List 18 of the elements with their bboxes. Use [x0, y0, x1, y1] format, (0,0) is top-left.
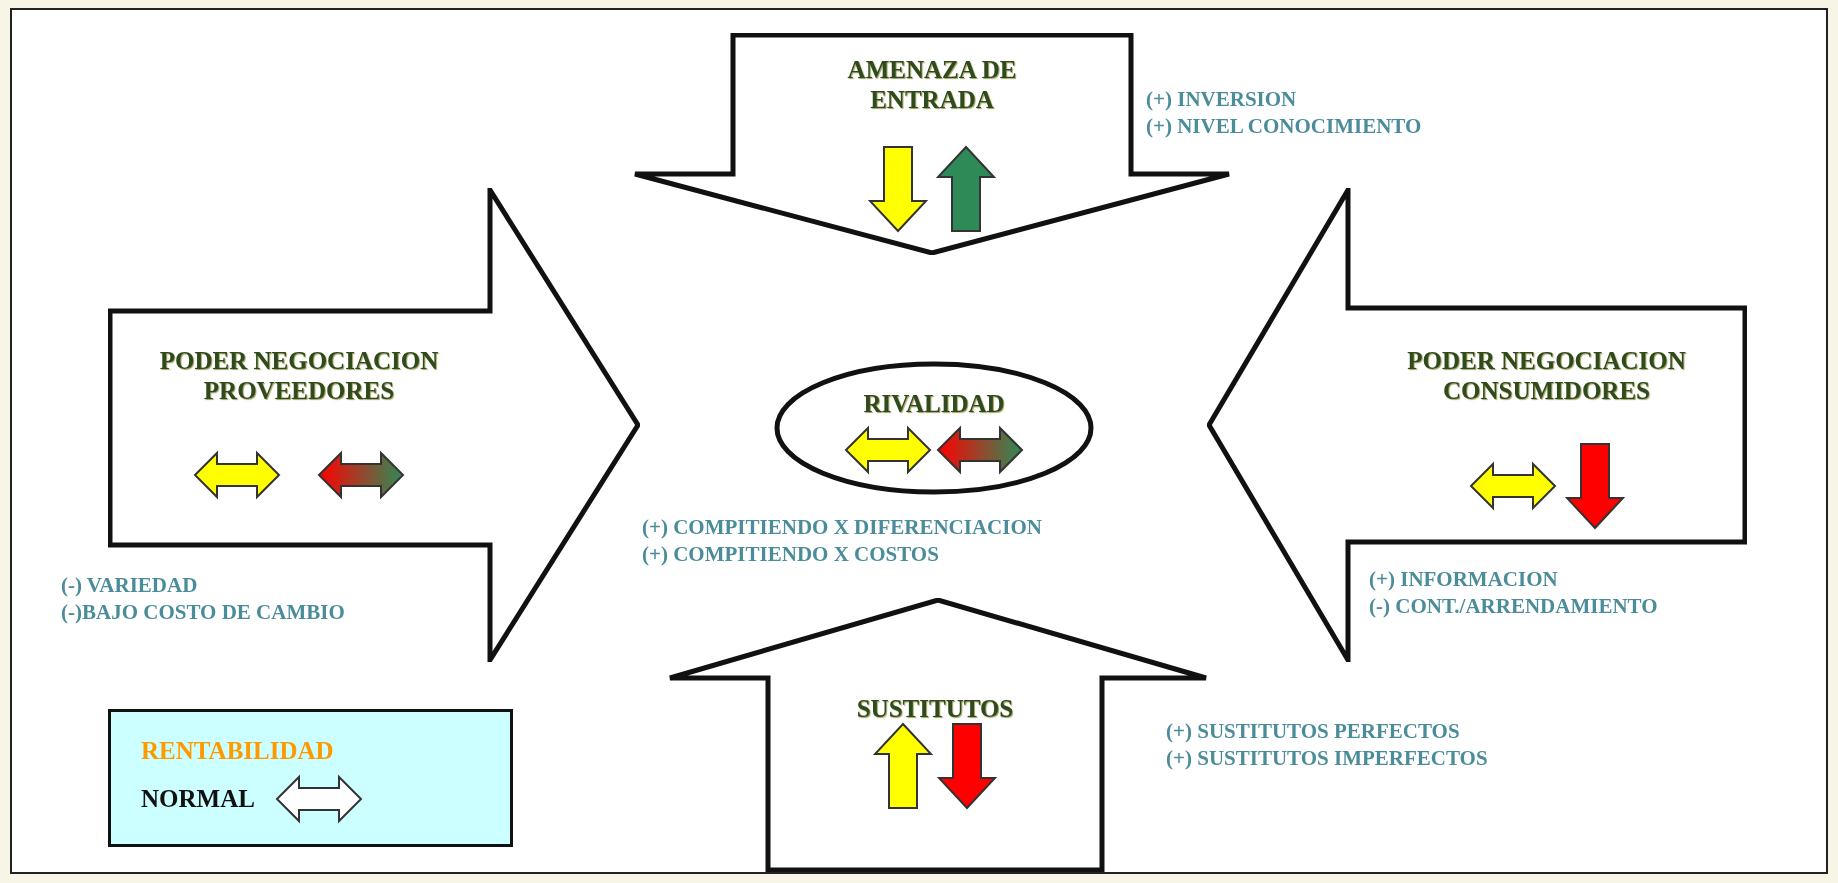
- factor-note: (+) SUSTITUTOS PERFECTOS: [1166, 718, 1461, 745]
- factor-note: (+) SUSTITUTOS IMPERFECTOS: [1166, 745, 1488, 772]
- status-label: NORMAL: [141, 784, 255, 814]
- factor-note: (+) COMPITIENDO X DIFERENCIACION: [642, 514, 1042, 541]
- factor-note: (+) INFORMACION: [1369, 566, 1559, 593]
- force-title: RIVALIDAD: [862, 389, 1006, 419]
- factor-note: (+) INVERSION: [1146, 86, 1298, 113]
- factor-note: (-) CONT./ARRENDAMIENTO: [1369, 593, 1658, 620]
- factor-note: (-) VARIEDAD: [61, 572, 199, 599]
- factor-note: (+) NIVEL CONOCIMIENTO: [1146, 113, 1422, 140]
- force-title: SUSTITUTOS: [855, 694, 1015, 724]
- force-title: PODER NEGOCIACION PROVEEDORES: [158, 346, 440, 406]
- factor-note: (+) COMPITIENDO X COSTOS: [642, 541, 940, 568]
- status-box: [108, 709, 513, 847]
- status-title: RENTABILIDAD: [141, 736, 335, 767]
- factor-note: (-)BAJO COSTO DE CAMBIO: [61, 599, 345, 626]
- force-title: AMENAZA DE ENTRADA: [846, 55, 1018, 115]
- force-title: PODER NEGOCIACION CONSUMIDORES: [1406, 346, 1687, 406]
